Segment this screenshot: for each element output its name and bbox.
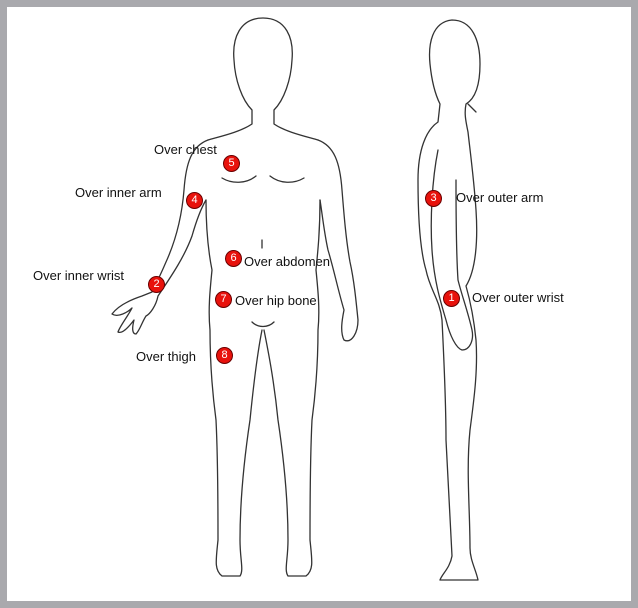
site-marker: 5 [223, 155, 240, 172]
site-label: Over outer wrist [472, 290, 564, 305]
site-label: Over hip bone [235, 293, 317, 308]
site-marker: 2 [148, 276, 165, 293]
site-label: Over inner arm [75, 185, 162, 200]
site-marker: 6 [225, 250, 242, 267]
site-marker: 8 [216, 347, 233, 364]
site-marker: 1 [443, 290, 460, 307]
site-marker: 3 [425, 190, 442, 207]
site-marker: 7 [215, 291, 232, 308]
site-label: Over inner wrist [33, 268, 124, 283]
site-label: Over thigh [136, 349, 196, 364]
site-label: Over abdomen [244, 254, 330, 269]
site-label: Over outer arm [456, 190, 543, 205]
site-marker: 4 [186, 192, 203, 209]
site-label: Over chest [154, 142, 217, 157]
